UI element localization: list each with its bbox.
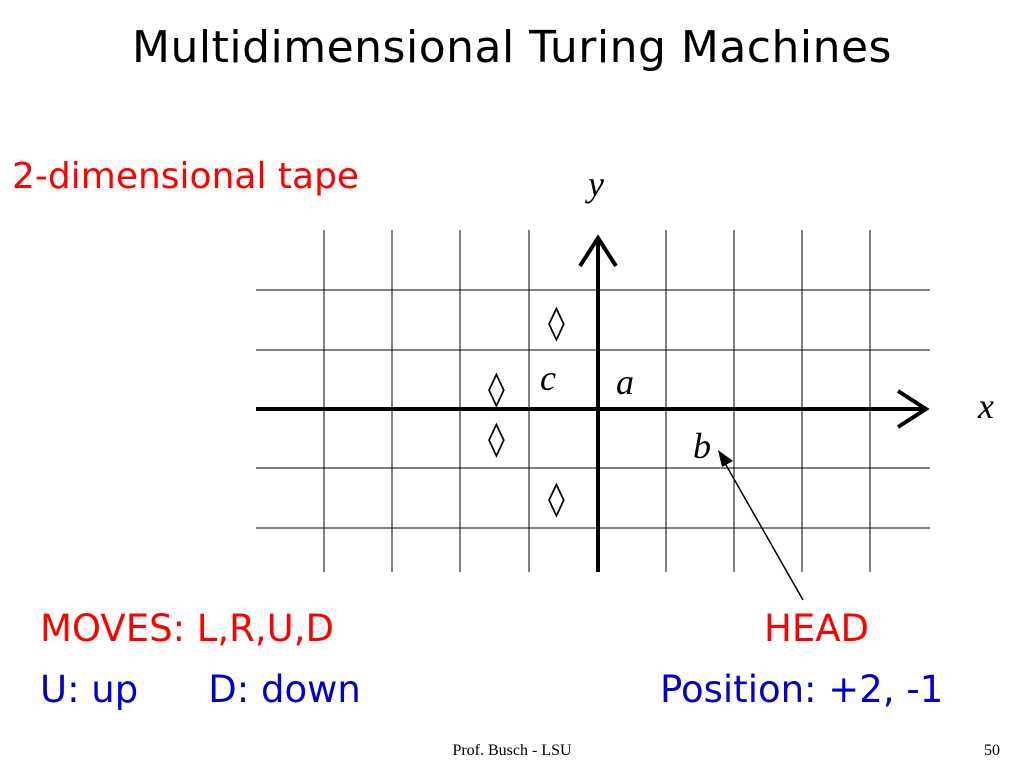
y-axis bbox=[578, 234, 618, 572]
move-up-label: U: up bbox=[40, 668, 139, 711]
blank-symbol-left-lower: ◊ bbox=[488, 419, 505, 459]
blank-symbol-top: ◊ bbox=[548, 303, 565, 343]
grid-horizontal-lines bbox=[256, 289, 930, 529]
x-axis bbox=[256, 389, 930, 429]
page-number: 50 bbox=[984, 742, 1000, 759]
moves-heading: MOVES: L,R,U,D bbox=[40, 607, 334, 650]
moves-detail: U: up D: down bbox=[40, 668, 361, 711]
x-axis-label: x bbox=[977, 386, 994, 426]
slide-footer: Prof. Busch - LSU bbox=[452, 742, 572, 759]
slide-title: Multidimensional Turing Machines bbox=[132, 22, 892, 73]
cell-c: c bbox=[540, 358, 556, 398]
blank-symbol-bottom: ◊ bbox=[548, 479, 565, 519]
y-axis-label: y bbox=[585, 164, 604, 204]
cell-a: a bbox=[616, 362, 634, 402]
cell-b: b bbox=[693, 426, 711, 466]
tape-subtitle: 2-dimensional tape bbox=[12, 156, 360, 197]
head-label: HEAD bbox=[764, 607, 870, 650]
move-down-label: D: down bbox=[208, 668, 361, 711]
blank-symbol-left-upper: ◊ bbox=[488, 369, 505, 409]
grid-vertical-lines bbox=[323, 230, 871, 572]
head-position: Position: +2, -1 bbox=[660, 668, 944, 711]
head-pointer-arrow bbox=[718, 450, 804, 601]
